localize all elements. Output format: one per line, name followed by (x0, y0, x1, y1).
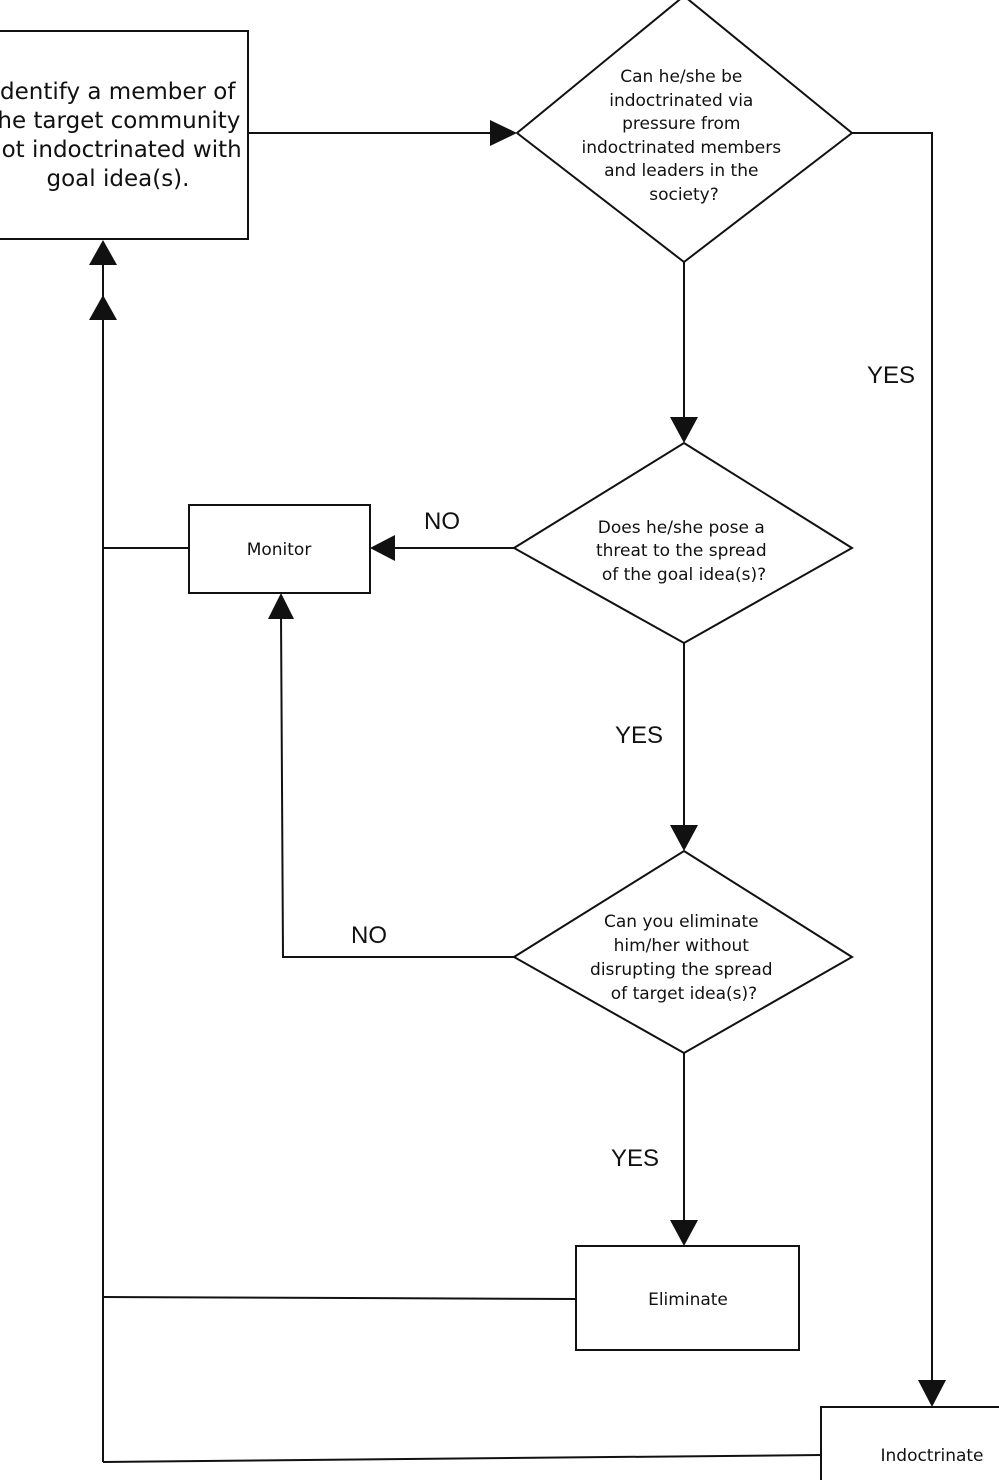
arrowhead-monitor-bottom (268, 593, 294, 619)
arrowhead-identify-1 (89, 240, 117, 265)
monitor-box (188, 504, 371, 594)
arrowhead-monitor-left (370, 535, 395, 561)
identify-box (0, 30, 249, 240)
edge-indoctrinate-to-trunk (102, 1454, 822, 1463)
eliminate-yes-label: YES (611, 1145, 659, 1172)
arrowhead-threat-question (670, 417, 698, 443)
threat-yes-label: YES (615, 722, 663, 749)
eliminate-question-diamond (512, 849, 854, 1055)
pressure-question-diamond (515, 0, 854, 264)
edge-eliminate-no-to-monitor (280, 614, 514, 958)
arrowhead-eliminate (670, 1220, 698, 1246)
eliminate-text: Eliminate (648, 1290, 728, 1310)
arrowhead-identify-2 (89, 295, 117, 320)
edge-pressure-yes-to-indoctrinate (852, 132, 933, 1385)
threat-question-diamond (512, 441, 854, 645)
edge-eliminate-to-trunk (102, 1296, 577, 1300)
arrowhead-pressure-question (490, 120, 517, 146)
arrowhead-eliminate-question (670, 825, 698, 851)
arrowhead-indoctrinate (918, 1380, 946, 1407)
indoctrinate-box (820, 1406, 999, 1480)
threat-question-text: Does he/she pose a threat to the spread … (596, 518, 772, 585)
monitor-text: Monitor (247, 540, 312, 560)
pressure-yes-label: YES (867, 362, 915, 389)
eliminate-question-text: Can you eliminate him/her without disrup… (590, 912, 778, 1004)
pressure-question-text: Can he/she be indoctrinated via pressure… (581, 67, 786, 205)
threat-no-label: NO (424, 508, 460, 535)
eliminate-box (575, 1245, 800, 1351)
eliminate-no-label: NO (351, 922, 387, 949)
indoctrinate-text: Indoctrinate (880, 1446, 983, 1466)
identify-text: Identify a member of the target communit… (0, 79, 249, 192)
